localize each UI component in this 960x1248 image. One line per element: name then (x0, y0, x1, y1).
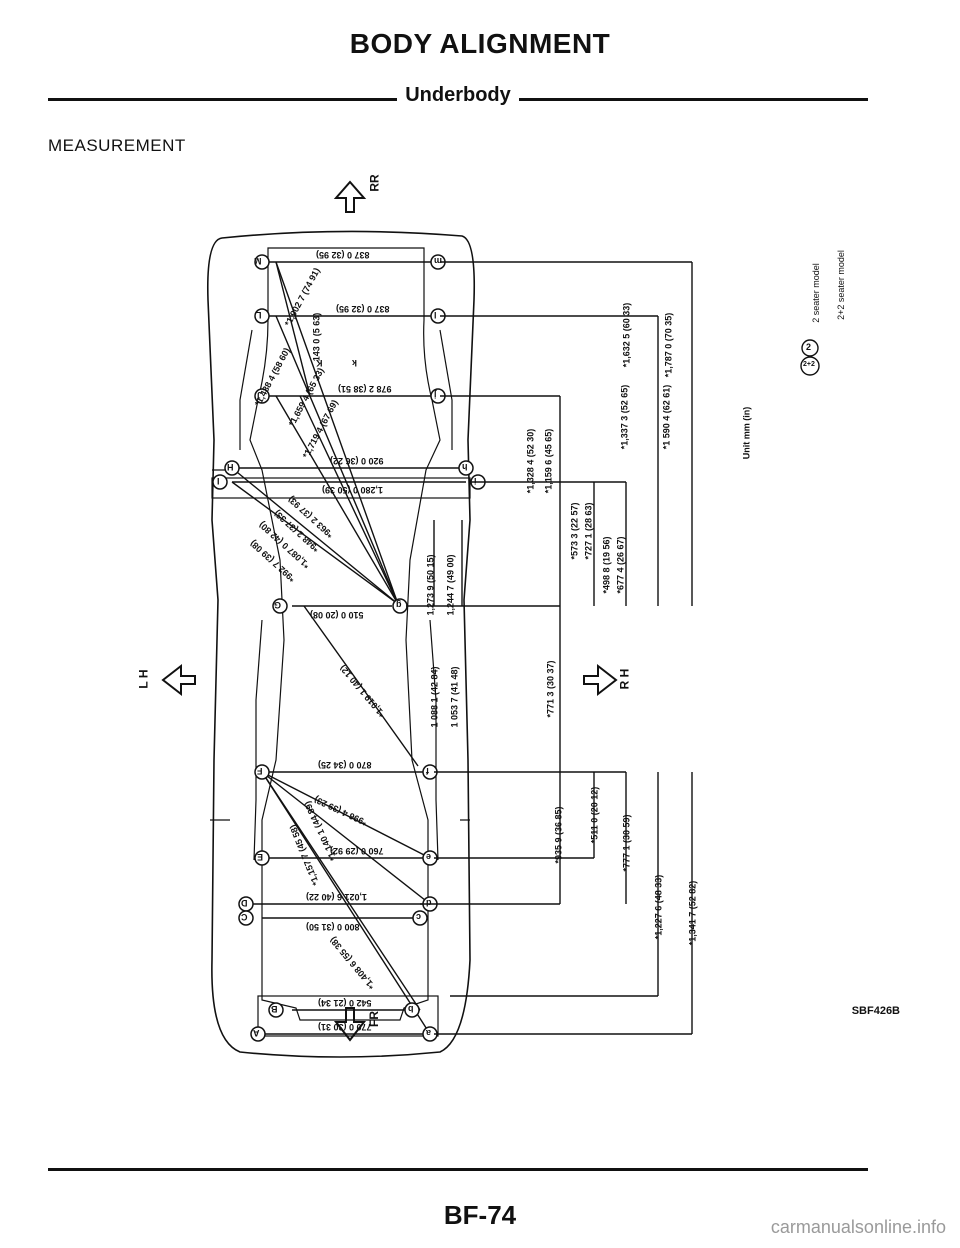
bottom-rule (48, 1168, 868, 1171)
dim-label: 870 0 (34 25) (318, 760, 372, 770)
legend-symbols (800, 339, 820, 376)
vdim-label: *1 590 4 (62 61) (661, 384, 672, 450)
vdim-label: *511 0 (20 12) (589, 786, 600, 844)
front-crossmember (257, 995, 439, 1037)
vdim-label: 1 088 1 (42 84) (429, 666, 440, 728)
point-h-label: H (227, 462, 234, 472)
vdim-label: *677 4 (26 67) (615, 536, 626, 594)
arrow-rr-icon (333, 180, 367, 213)
arrow-lh-icon (161, 663, 196, 697)
direction-rr: RR (367, 174, 382, 192)
vdim-label: *771 3 (30 37) (545, 660, 556, 718)
legend-two-seater: 2 seater model (810, 263, 821, 323)
vertical-dim-lines (406, 261, 693, 1035)
legend-symbol-2: 2 (806, 342, 812, 352)
point-f-label: F (257, 766, 263, 776)
direction-lh: L H (136, 669, 151, 689)
legend-unit: Unit mm (in) (741, 406, 752, 460)
vdim-label: *727 1 (28 63) (583, 502, 594, 560)
dim-label: 1,021 6 (40 22) (306, 892, 368, 902)
subtitle-rule-left (48, 98, 398, 101)
dim-label: 837 0 (32 95) (336, 304, 390, 314)
dim-label: 837 0 (32 95) (316, 250, 370, 260)
point-i-label: I (217, 476, 220, 486)
dim-label: 1,280 0 (50 39) (322, 485, 384, 495)
direction-rh: R H (617, 668, 632, 690)
watermark: carmanualsonline.info (770, 1217, 946, 1237)
point-c-label: C (241, 912, 248, 922)
subtitle-bar: Underbody (48, 84, 868, 110)
point-m-label: M (254, 256, 262, 266)
point-f-right-label: f (426, 766, 429, 776)
diagonal-dim-lines (231, 261, 431, 1035)
vdim-label: *935 9 (36 85) (553, 806, 564, 864)
vdim-label: *1,227 6 (48 33) (653, 874, 664, 940)
vdim-label: *498 8 (19 56) (601, 536, 612, 594)
point-j-right-label: j (434, 390, 437, 400)
point-b-right-label: b (408, 1004, 414, 1014)
point-c-right-label: c (416, 912, 422, 922)
rear-crossmember (211, 477, 471, 499)
vdim-label: *1,159 6 (45 65) (543, 428, 554, 494)
dim-label: 760 0 (29 92) (330, 846, 384, 856)
arrow-rh-icon (583, 663, 618, 697)
point-g-label: G (274, 600, 282, 610)
vdim-label: *1,787 0 (70 35) (663, 312, 674, 378)
vdim-label: 1 053 7 (41 48) (449, 666, 460, 728)
point-k-right-label: k (352, 358, 358, 368)
vdim-label: *1,632 5 (60 33) (621, 302, 632, 368)
dim-label: 510 0 (20 08) (310, 610, 364, 620)
point-h-right-label: h (462, 462, 468, 472)
point-i-right-label: i (474, 476, 477, 486)
left-rail (210, 329, 263, 861)
dim-label: 542 0 (21 34) (318, 998, 372, 1008)
dim-label: 920 0 (36 22) (330, 456, 384, 466)
vdim-label: 1,273 9 (50 15) (425, 554, 436, 616)
vdim-label: *1,337 3 (52 65) (619, 384, 630, 450)
legend-two-plus-two: 2+2 seater model (835, 250, 846, 320)
right-rail (429, 329, 470, 861)
transverse-dim-lines (232, 261, 466, 1035)
point-l-label: L (256, 310, 262, 320)
figure-code: SBF426B (851, 1005, 900, 1017)
dim-label: 978 2 (38 51) (338, 384, 392, 394)
dim-label: 800 0 (31 50) (306, 922, 360, 932)
point-a-label: A (253, 1028, 260, 1038)
point-d-label: D (241, 898, 248, 908)
subtitle-rule-right (518, 98, 868, 101)
point-l-right-label: l (434, 310, 437, 320)
floor-outline (249, 247, 441, 1021)
legend-symbol-2plus2: 2+2 (803, 361, 815, 368)
point-m-right-label: m (434, 256, 443, 266)
vdim-label: 1,244 7 (49 00) (445, 554, 456, 616)
vdim-label: *777 1 (30 59) (621, 814, 632, 872)
point-d-right-label: d (426, 898, 432, 908)
point-a-right-label: a (426, 1028, 432, 1038)
page-title: BODY ALIGNMENT (349, 28, 611, 59)
point-b-label: B (271, 1004, 278, 1014)
point-e-right-label: e (426, 852, 432, 862)
dim-label: 770 0 (30 31) (318, 1022, 372, 1032)
dim-label: 143 0 (5 63) (311, 312, 322, 362)
vdim-label: *1,341 7 (52 82) (687, 880, 698, 946)
body-outline (206, 230, 476, 1058)
page-number: BF-74 (443, 1200, 517, 1230)
vdim-label: *1,328 4 (52 30) (525, 428, 536, 494)
section-title: MEASUREMENT (48, 136, 186, 155)
subtitle: Underbody (48, 84, 868, 107)
point-e-label: E (257, 852, 264, 862)
point-g-right-label: g (396, 600, 402, 610)
vdim-label: *573 3 (22 57) (569, 502, 580, 560)
